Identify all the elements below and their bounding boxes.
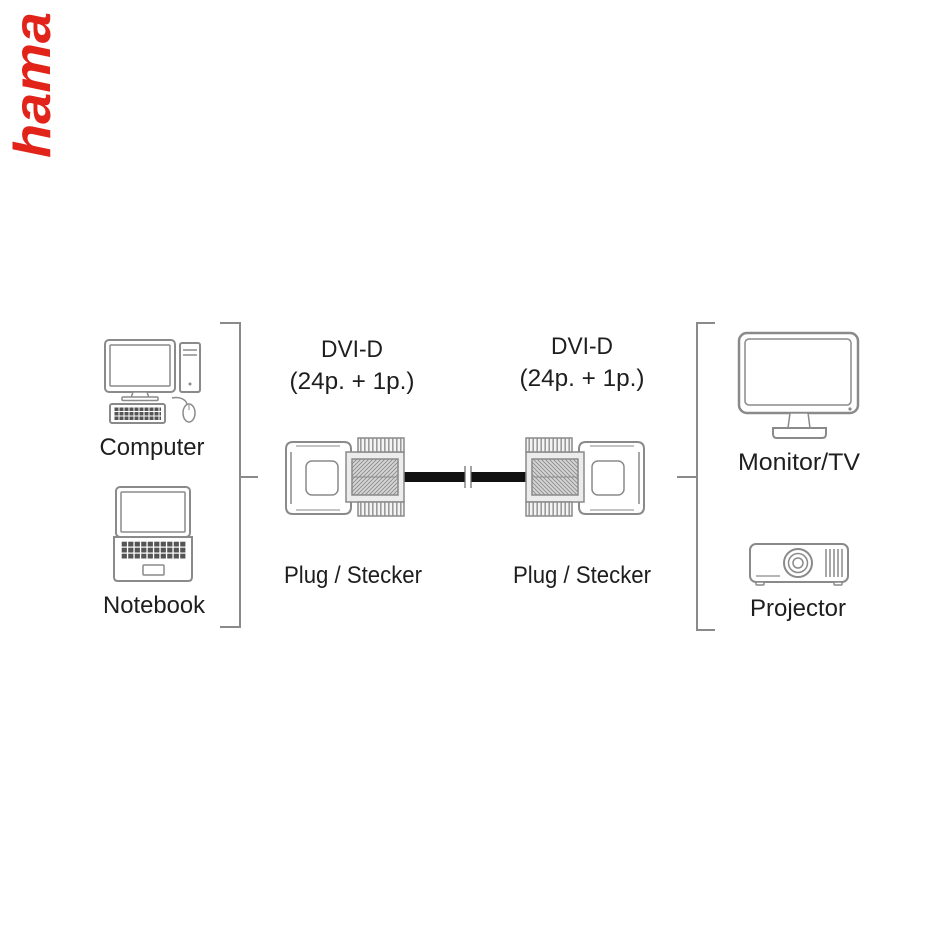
projector-icon bbox=[749, 543, 849, 586]
computer-monitor-shape bbox=[104, 339, 176, 402]
source-bracket bbox=[220, 322, 258, 628]
projector-lens-shape bbox=[783, 548, 813, 578]
monitor-stand-shape bbox=[772, 412, 827, 439]
notebook-icon bbox=[113, 486, 193, 582]
cable-break-mark bbox=[464, 466, 472, 488]
projector-label: Projector bbox=[750, 595, 846, 622]
right-dvi-plug-icon bbox=[525, 437, 645, 517]
notebook-screen-shape bbox=[115, 486, 191, 538]
computer-label: Computer bbox=[100, 434, 205, 461]
right-connector-gender: Plug / Stecker bbox=[513, 562, 651, 589]
monitor-label: Monitor/TV bbox=[738, 449, 860, 476]
left-connector-type: DVI-D bbox=[321, 336, 383, 363]
computer-tower-shape bbox=[179, 342, 201, 393]
hama-logo: hama bbox=[4, 12, 62, 158]
left-dvi-plug-icon bbox=[285, 437, 405, 517]
dvi-cable bbox=[403, 466, 527, 488]
notebook-label: Notebook bbox=[103, 592, 206, 619]
computer-keyboard-shape bbox=[109, 403, 166, 424]
target-bracket bbox=[677, 322, 715, 631]
left-connector-gender: Plug / Stecker bbox=[284, 562, 422, 589]
notebook-base-shape bbox=[113, 536, 193, 582]
monitor-icon bbox=[737, 331, 860, 439]
right-connector-type: DVI-D bbox=[551, 333, 613, 360]
left-connector-pins: (24p. + 1p.) bbox=[290, 368, 415, 395]
monitor-screen-shape bbox=[737, 331, 860, 415]
computer-mouse-shape bbox=[171, 396, 196, 423]
projector-vents-shape bbox=[825, 549, 843, 577]
computer-icon bbox=[104, 339, 201, 424]
right-connector-pins: (24p. + 1p.) bbox=[520, 365, 645, 392]
